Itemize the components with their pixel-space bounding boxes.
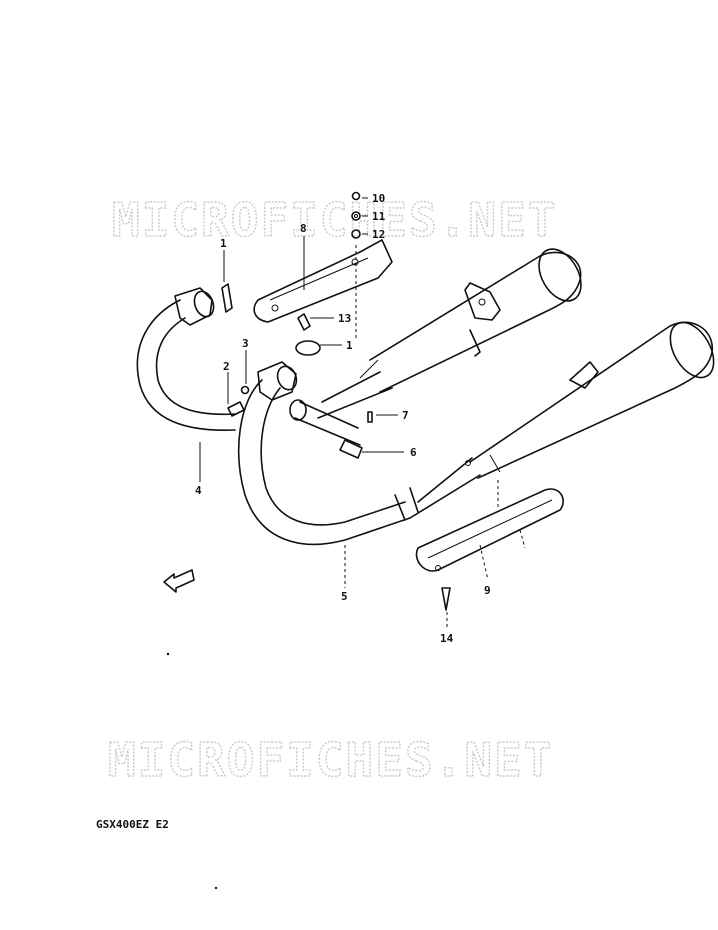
heat-shield-lower [415, 488, 564, 572]
callout-14: 14 [440, 632, 454, 645]
callout-1-top: 1 [220, 237, 227, 250]
leader-lines [199, 197, 526, 630]
model-code: GSX400EZ E2 [96, 818, 169, 831]
muffler-upper [359, 248, 582, 393]
callout-9: 9 [484, 584, 491, 597]
callout-12: 12 [372, 228, 385, 241]
callout-5: 5 [341, 590, 348, 603]
fwd-arrow-icon: FWD [163, 569, 195, 593]
callout-7: 7 [402, 409, 409, 422]
watermark-top: MICROFICHES.NET [112, 193, 557, 247]
callout-1-mid: 1 [346, 339, 353, 352]
callout-8: 8 [300, 222, 307, 235]
callout-4: 4 [195, 484, 202, 497]
watermark-bottom: MICROFICHES.NET [108, 733, 553, 787]
callout-3: 3 [242, 337, 249, 350]
heat-shield-upper [253, 239, 393, 323]
callout-10: 10 [372, 192, 385, 205]
callout-2: 2 [223, 360, 230, 373]
header-pipe-right [237, 361, 481, 546]
fwd-label: FWD [176, 575, 187, 584]
callout-11: 11 [372, 210, 386, 223]
callout-6: 6 [410, 446, 417, 459]
gasket-clamp-parts [221, 191, 451, 611]
header-pipe-left [136, 287, 236, 432]
muffler-lower [465, 321, 715, 479]
callout-13: 13 [338, 312, 351, 325]
